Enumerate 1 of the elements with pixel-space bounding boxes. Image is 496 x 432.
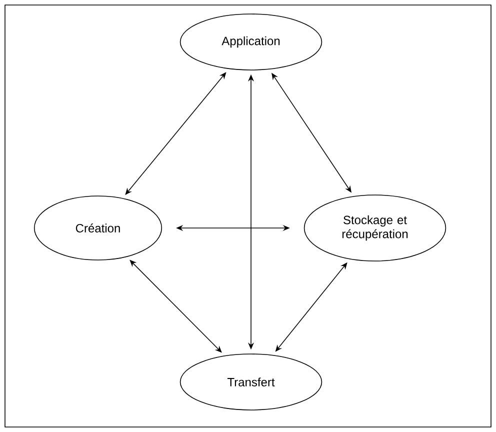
- arrow: [125, 72, 226, 195]
